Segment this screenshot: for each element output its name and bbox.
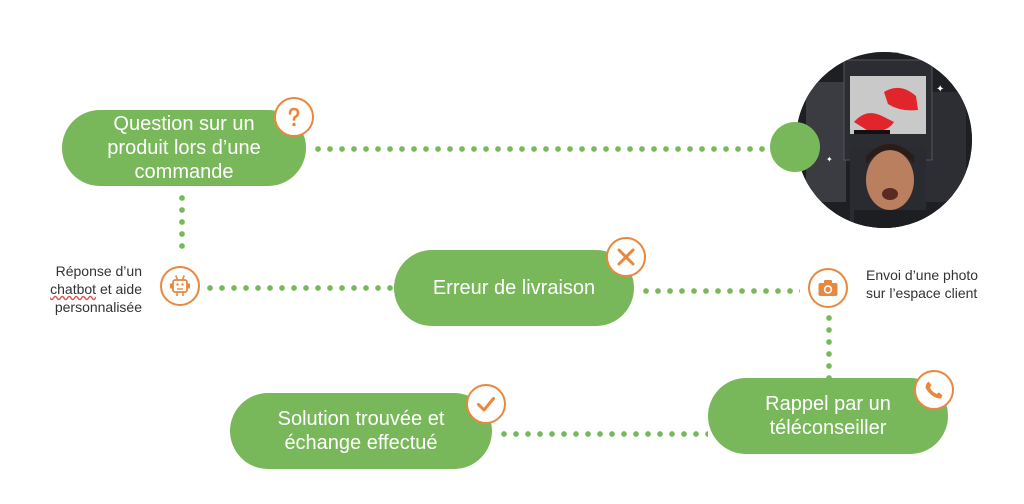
node-question: Question sur un produit lors d’une comma… xyxy=(62,110,306,186)
node-solution-line-2: échange effectué xyxy=(284,432,438,454)
connector-robot-erreur xyxy=(204,285,394,291)
node-rappel-line-2: téléconseiller xyxy=(769,417,887,439)
note-photo-line-1: Envoi d’une photo xyxy=(866,267,979,283)
note-chatbot-rest: et aide xyxy=(96,281,142,297)
question-icon xyxy=(274,97,314,137)
camera-icon xyxy=(808,268,848,308)
node-solution-line-1: Solution trouvée et xyxy=(277,408,445,430)
node-solution: Solution trouvée et échange effectué xyxy=(230,393,492,469)
connector-camera-rappel xyxy=(826,312,832,378)
robot-icon xyxy=(160,266,200,306)
connector-question-photo xyxy=(312,146,780,152)
node-question-label: Question sur un produit lors d’une comma… xyxy=(107,112,260,184)
note-photo-upload: Envoi d’une photo sur l’espace client xyxy=(866,266,1016,302)
check-icon xyxy=(466,384,506,424)
node-question-line-2: produit lors d’une xyxy=(107,137,261,159)
note-chatbot-word: chatbot xyxy=(50,281,97,297)
customer-photo: ✦ ✦ xyxy=(796,52,972,228)
node-question-line-1: Question sur un xyxy=(113,113,255,135)
note-chatbot-response: Réponse d’un chatbot et aide personnalis… xyxy=(20,262,142,316)
connector-question-robot xyxy=(179,192,185,252)
connector-erreur-camera xyxy=(640,288,800,294)
node-solution-label: Solution trouvée et échange effectué xyxy=(278,407,445,455)
node-erreur-label: Erreur de livraison xyxy=(432,277,596,299)
note-chatbot-line-3: personnalisée xyxy=(54,299,142,315)
node-rappel-label: Rappel par un téléconseiller xyxy=(765,392,891,440)
customer-photo-illustration: ✦ ✦ xyxy=(796,52,972,228)
note-chatbot-line-1: Réponse d’un xyxy=(55,263,142,279)
node-question-line-3: commande xyxy=(134,161,234,183)
note-chatbot-line-2: chatbot et aide xyxy=(20,280,142,298)
connector-rappel-solution xyxy=(498,431,708,437)
phone-icon xyxy=(914,370,954,410)
node-rappel-line-1: Rappel par un xyxy=(765,393,891,415)
note-photo-line-2: sur l’espace client xyxy=(866,285,978,301)
photo-anchor-dot xyxy=(770,122,820,172)
svg-text:✦: ✦ xyxy=(936,84,944,95)
node-erreur-livraison: Erreur de livraison xyxy=(394,250,634,326)
node-rappel: Rappel par un téléconseiller xyxy=(708,378,948,454)
close-icon xyxy=(606,237,646,277)
svg-text:✦: ✦ xyxy=(826,155,833,164)
